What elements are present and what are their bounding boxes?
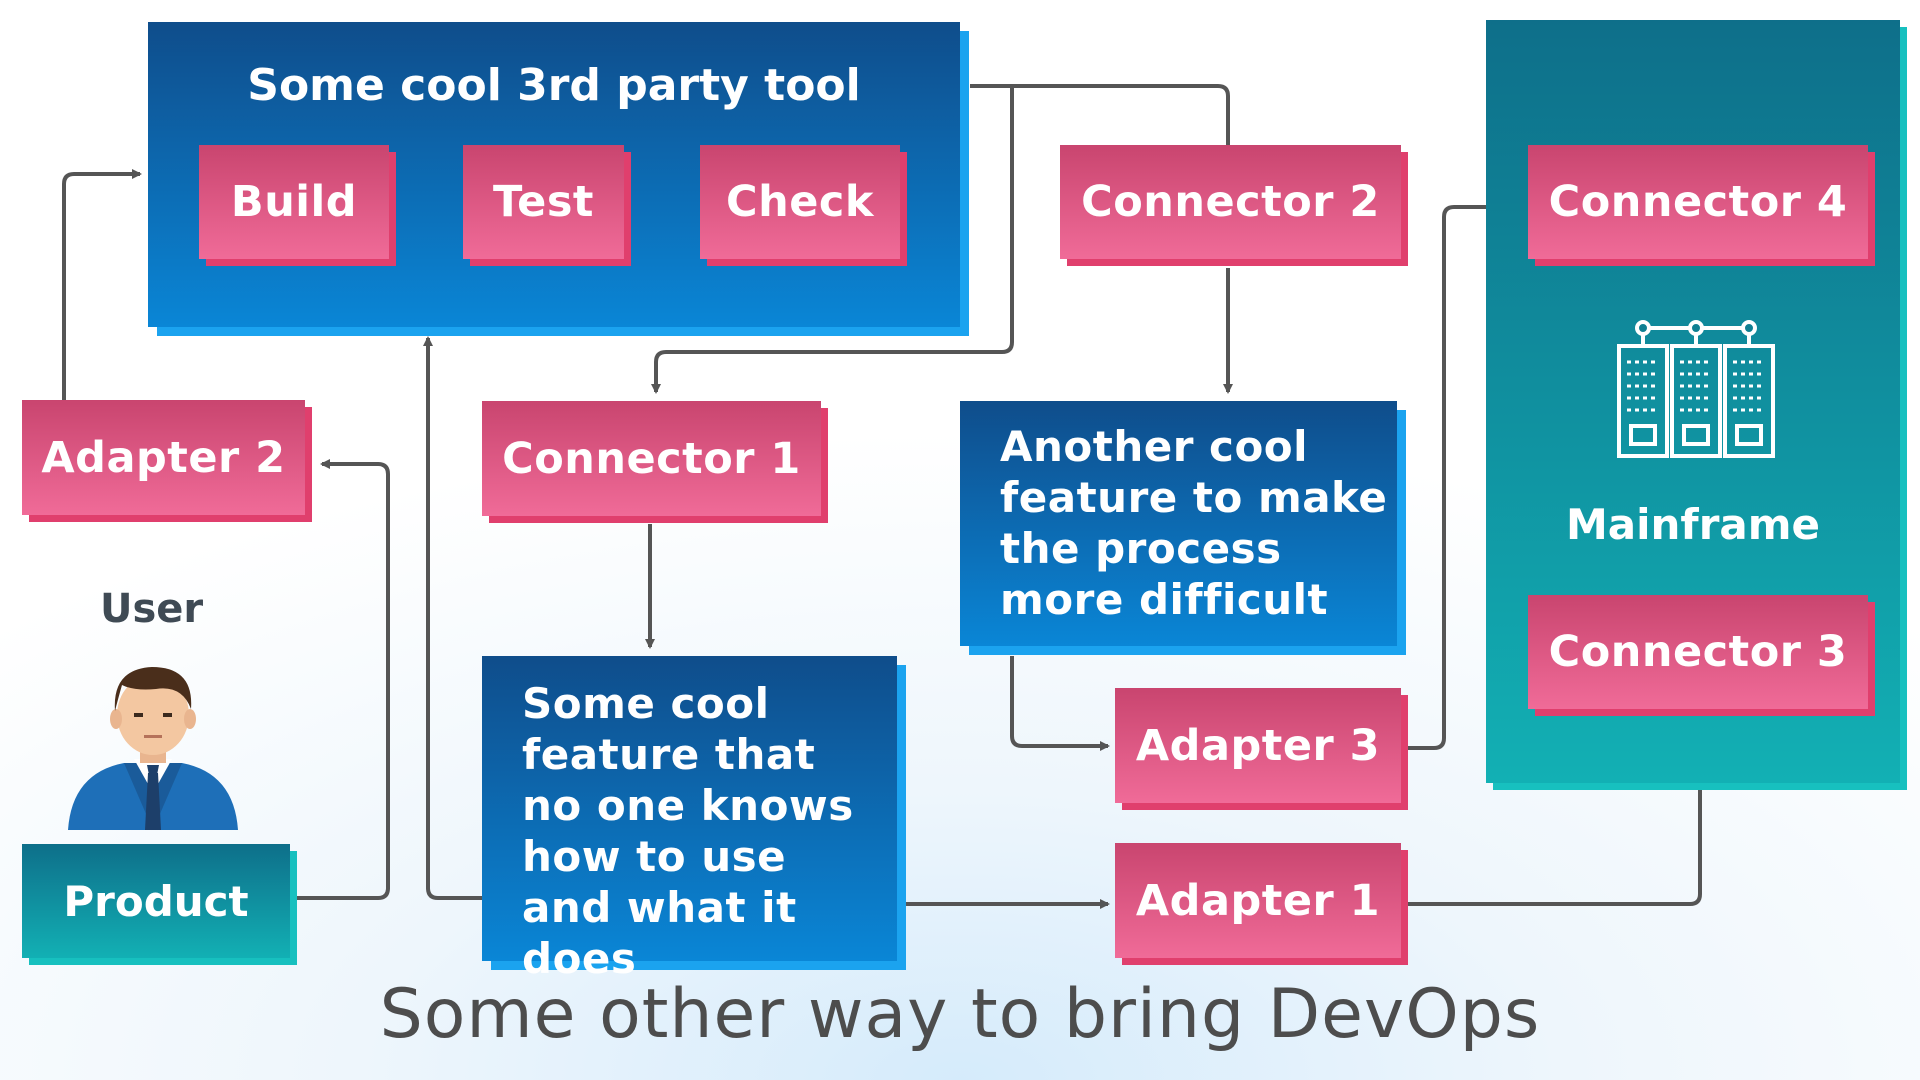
connector-2[interactable]: Connector 2 <box>1060 145 1401 259</box>
adapter-2[interactable]: Adapter 2 <box>22 400 305 515</box>
arrow-feature1-tool <box>423 336 482 900</box>
mainframe-label: Mainframe <box>1565 500 1820 549</box>
step-check[interactable]: Check <box>700 145 900 259</box>
arrow-product-adapter2 <box>296 459 390 900</box>
step-build[interactable]: Build <box>199 145 389 259</box>
connector-1[interactable]: Connector 1 <box>482 401 821 516</box>
adapter-3[interactable]: Adapter 3 <box>1115 688 1401 803</box>
step-test[interactable]: Test <box>463 145 624 259</box>
arrow-tool-connector1 <box>651 86 1014 394</box>
line-tool-connector2 <box>970 84 1230 145</box>
feature-box-2[interactable]: Another cool feature to make the process… <box>960 401 1397 646</box>
user-avatar-icon <box>68 667 238 830</box>
arrow-adapter2-tool <box>62 169 142 400</box>
tool-title: Some cool 3rd party tool <box>247 60 861 111</box>
adapter-1[interactable]: Adapter 1 <box>1115 843 1401 958</box>
arrow-feature2-adapter3 <box>1010 656 1110 751</box>
arrow-adapter3-connector4 <box>1408 202 1524 750</box>
user-label: User <box>100 586 204 632</box>
arrow-adapter1-connector3 <box>1408 721 1705 906</box>
product-box[interactable]: Product <box>22 844 290 958</box>
feature-box-1[interactable]: Some cool feature that no one knows how … <box>482 656 897 983</box>
footer-caption: Some other way to bring DevOps <box>379 975 1541 1054</box>
mainframe-server-icon <box>1617 320 1775 458</box>
connector-4[interactable]: Connector 4 <box>1528 145 1868 259</box>
connector-3[interactable]: Connector 3 <box>1528 595 1868 709</box>
